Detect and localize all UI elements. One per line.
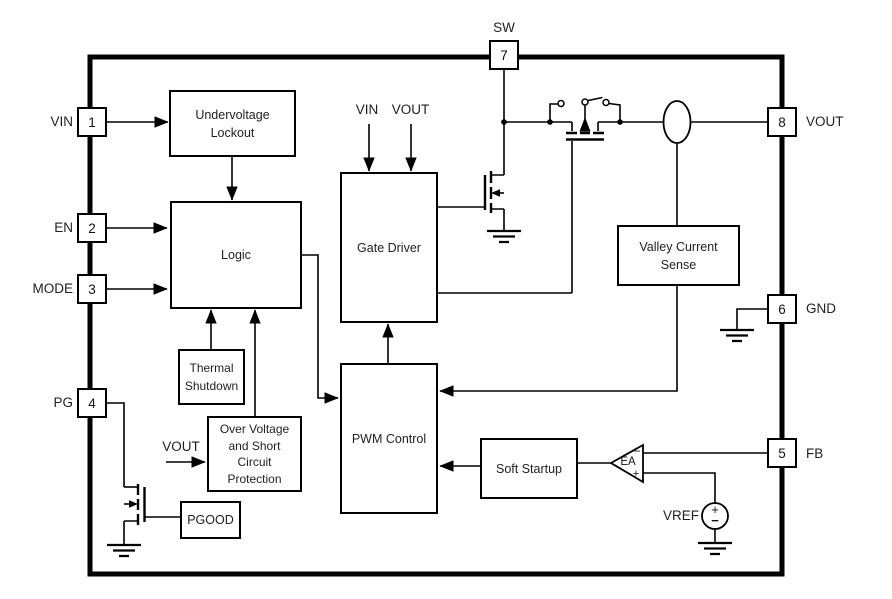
wire-vref-to-ea-plus — [643, 472, 716, 503]
vref-source-symbol — [701, 502, 729, 530]
error-amp-label: EA — [620, 456, 636, 468]
ground-symbol — [107, 543, 141, 558]
block-pwm-control: PWM Control — [340, 363, 438, 514]
pin-4-pg: 4 — [77, 388, 107, 418]
arrow-wires — [107, 116, 678, 472]
block-pgood: PGOOD — [180, 501, 241, 539]
pin-label-vin: VIN — [50, 114, 73, 129]
wire-pg-pin-to-fet — [107, 402, 125, 487]
pin-5-fb: 5 — [767, 438, 797, 468]
pin-label-pg: PG — [53, 395, 73, 410]
plain-wires — [107, 70, 768, 543]
pin-label-sw: SW — [493, 20, 515, 35]
pin-1-vin: 1 — [77, 107, 107, 137]
vref-minus-sign: − — [711, 513, 719, 528]
block-undervoltage-lockout: Undervoltage Lockout — [169, 90, 296, 157]
pin-label-en: EN — [54, 220, 73, 235]
error-amp-plus-sign: + — [632, 468, 640, 480]
vref-plus-sign: + — [711, 502, 719, 517]
net-label-protection-vout: VOUT — [162, 439, 200, 454]
pin-2-en: 2 — [77, 213, 107, 243]
block-over-voltage-protection: Over Voltage and Short Circuit Protectio… — [207, 416, 302, 492]
body-switch-fet-symbol — [549, 96, 621, 141]
pin-8-vout: 8 — [767, 107, 797, 137]
error-amp-minus-sign: − — [633, 444, 641, 458]
pin-6-gnd: 6 — [767, 294, 797, 324]
block-gate-driver: Gate Driver — [340, 172, 438, 323]
wire-gnd-pin-to-ground — [736, 308, 768, 329]
pin-7-sw: 7 — [489, 40, 519, 70]
error-amp-symbol — [609, 443, 644, 484]
ground-symbol — [487, 229, 521, 244]
ground-symbol — [720, 328, 754, 343]
pin-label-gnd: GND — [806, 301, 836, 316]
wire-logic-to-pwm — [302, 254, 339, 404]
block-thermal-shutdown: Thermal Shutdown — [178, 349, 245, 405]
block-logic: Logic — [170, 201, 302, 309]
block-soft-startup: Soft Startup — [480, 438, 578, 499]
pin-3-mode: 3 — [77, 274, 107, 304]
nmos-low-side-symbol — [483, 122, 505, 230]
current-sensor-symbol — [662, 100, 692, 144]
block-valley-current-sense: Valley Current Sense — [617, 225, 740, 286]
net-label-vout: VOUT — [391, 102, 430, 117]
net-label-vin: VIN — [355, 102, 379, 117]
pin-label-fb: FB — [806, 446, 824, 461]
nmos-pgood-symbol — [123, 484, 146, 544]
ground-symbol — [698, 541, 732, 556]
pin-label-vout: VOUT — [806, 114, 844, 129]
junction-dots — [501, 119, 623, 125]
wire-valleysense-to-pwm — [439, 286, 678, 397]
net-label-vref: VREF — [662, 508, 699, 523]
wire-gatedriver-to-passfet-gate — [437, 141, 573, 294]
pin-label-mode: MODE — [32, 281, 74, 296]
